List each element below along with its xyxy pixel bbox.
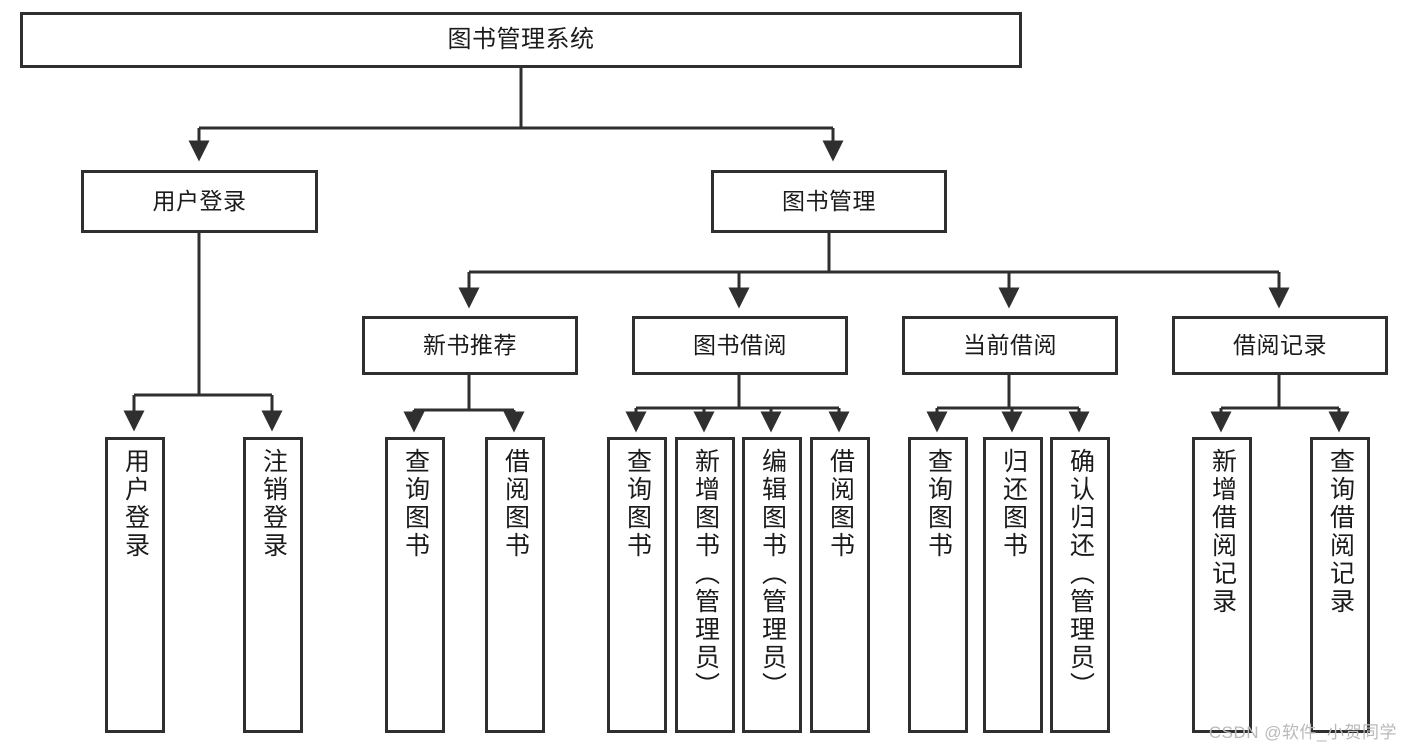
leaf-borrow-add-book-admin[interactable]: 新增图书（管理员） bbox=[675, 437, 735, 733]
node-label: 确认归还（管理员） bbox=[1066, 448, 1095, 700]
csdn-watermark: CSDN @软件_小贺同学 bbox=[1208, 723, 1397, 742]
leaf-new-book-borrow-book[interactable]: 借阅图书 bbox=[485, 437, 545, 733]
node-label: 借阅图书 bbox=[826, 448, 855, 560]
node-book-borrowing[interactable]: 图书借阅 bbox=[632, 316, 848, 375]
leaf-borrow-borrow-book[interactable]: 借阅图书 bbox=[810, 437, 870, 733]
node-label: 查询图书 bbox=[401, 448, 430, 560]
node-label: 图书借阅 bbox=[693, 331, 787, 358]
node-label: 图书管理系统 bbox=[447, 25, 595, 53]
leaf-record-add-borrow-record[interactable]: 新增借阅记录 bbox=[1192, 437, 1252, 733]
node-label: 当前借阅 bbox=[963, 331, 1057, 358]
leaf-borrow-edit-book-admin[interactable]: 编辑图书（管理员） bbox=[742, 437, 802, 733]
node-label: 编辑图书（管理员） bbox=[758, 448, 787, 700]
leaf-new-book-query-book[interactable]: 查询图书 bbox=[385, 437, 445, 733]
leaf-current-query-book[interactable]: 查询图书 bbox=[908, 437, 968, 733]
leaf-current-confirm-return-admin[interactable]: 确认归还（管理员） bbox=[1050, 437, 1110, 733]
node-user-login[interactable]: 用户登录 bbox=[81, 170, 318, 233]
node-label: 查询图书 bbox=[924, 448, 953, 560]
leaf-user-login[interactable]: 用户登录 bbox=[105, 437, 165, 733]
node-root-book-management-system[interactable]: 图书管理系统 bbox=[20, 12, 1022, 68]
node-label: 新增图书（管理员） bbox=[691, 448, 720, 700]
leaf-current-return-book[interactable]: 归还图书 bbox=[983, 437, 1043, 733]
node-label: 图书管理 bbox=[782, 187, 876, 214]
node-label: 用户登录 bbox=[152, 187, 247, 214]
node-current-borrowing[interactable]: 当前借阅 bbox=[902, 316, 1118, 375]
node-label: 查询图书 bbox=[623, 448, 652, 560]
node-borrowing-record[interactable]: 借阅记录 bbox=[1172, 316, 1388, 375]
leaf-logout[interactable]: 注销登录 bbox=[243, 437, 303, 733]
node-label: 新书推荐 bbox=[423, 331, 517, 358]
node-book-management[interactable]: 图书管理 bbox=[711, 170, 947, 233]
node-label: 借阅图书 bbox=[501, 448, 530, 560]
node-new-book-recommendation[interactable]: 新书推荐 bbox=[362, 316, 578, 375]
node-label: 新增借阅记录 bbox=[1208, 448, 1237, 616]
node-label: 用户登录 bbox=[121, 448, 150, 560]
node-label: 归还图书 bbox=[999, 448, 1028, 560]
node-label: 注销登录 bbox=[259, 448, 288, 560]
node-label: 借阅记录 bbox=[1233, 331, 1327, 358]
node-label: 查询借阅记录 bbox=[1326, 448, 1355, 616]
leaf-record-query-borrow-record[interactable]: 查询借阅记录 bbox=[1310, 437, 1370, 733]
leaf-borrow-query-book[interactable]: 查询图书 bbox=[607, 437, 667, 733]
